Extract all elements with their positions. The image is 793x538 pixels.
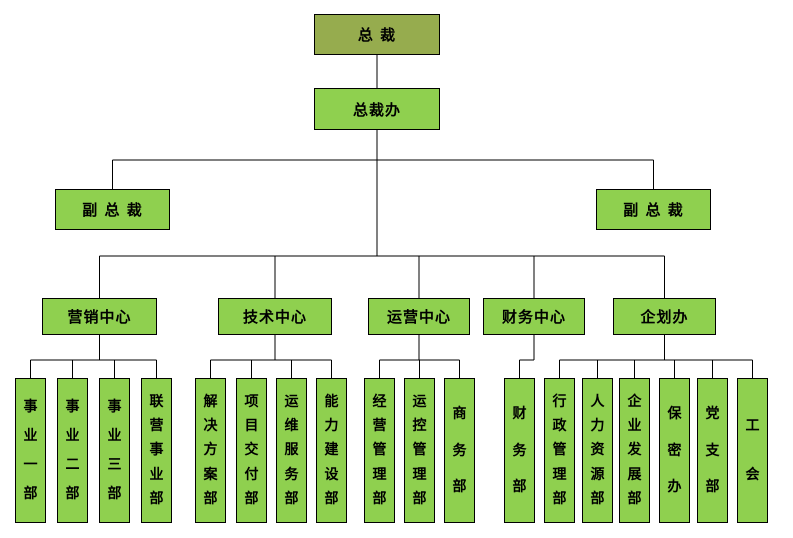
dept-joint-business-label: 联营事业部 (149, 394, 164, 507)
dept-human-resources-label: 人力资源部 (590, 394, 605, 507)
org-node-vp-left: 副 总 裁 (55, 189, 170, 230)
center-operations-label: 运营中心 (386, 308, 451, 326)
org-node-dept-commerce: 商务部 (444, 378, 475, 523)
org-node-dept-operation-control: 运控管理部 (404, 378, 435, 523)
org-node-vp-right: 副 总 裁 (596, 189, 711, 230)
org-node-ceo-office: 总裁办 (314, 88, 440, 130)
dept-maintenance-service-label: 运维服务部 (284, 394, 299, 507)
org-node-vp-left-label: 副 总 裁 (82, 201, 143, 219)
org-node-vp-right-label: 副 总 裁 (623, 201, 684, 219)
org-node-dept-confidentiality-office: 保密办 (659, 378, 690, 523)
dept-capability-building-label: 能力建设部 (324, 394, 339, 507)
center-marketing-label: 营销中心 (67, 308, 132, 326)
dept-party-branch-label: 党支部 (705, 406, 720, 495)
org-node-dept-maintenance-service: 运维服务部 (276, 378, 307, 523)
dept-solutions-label: 解决方案部 (203, 394, 218, 507)
org-node-ceo: 总 裁 (314, 14, 440, 55)
dept-business-2-label: 事业二部 (65, 399, 80, 502)
org-node-dept-operations-management: 经营管理部 (364, 378, 395, 523)
org-node-dept-enterprise-development: 企业发展部 (619, 378, 650, 523)
org-node-dept-business-3: 事业三部 (99, 378, 130, 523)
dept-finance-label: 财务部 (512, 406, 527, 495)
org-node-center-technology: 技术中心 (218, 298, 332, 335)
dept-operations-management-label: 经营管理部 (372, 394, 387, 507)
org-node-center-marketing: 营销中心 (42, 298, 157, 335)
org-node-ceo-label: 总 裁 (357, 26, 397, 44)
org-node-dept-business-2: 事业二部 (57, 378, 88, 523)
org-node-dept-solutions: 解决方案部 (195, 378, 226, 523)
org-node-dept-administration: 行政管理部 (544, 378, 575, 523)
dept-business-1-label: 事业一部 (23, 399, 38, 502)
org-node-dept-party-branch: 党支部 (697, 378, 728, 523)
org-node-center-finance: 财务中心 (483, 298, 585, 335)
dept-administration-label: 行政管理部 (552, 394, 567, 507)
org-node-dept-project-delivery: 项目交付部 (236, 378, 267, 523)
org-node-dept-joint-business: 联营事业部 (141, 378, 172, 523)
center-technology-label: 技术中心 (242, 308, 307, 326)
dept-project-delivery-label: 项目交付部 (244, 394, 259, 507)
org-node-dept-capability-building: 能力建设部 (316, 378, 347, 523)
dept-confidentiality-office-label: 保密办 (667, 406, 682, 495)
center-finance-label: 财务中心 (501, 308, 566, 326)
org-node-dept-finance: 财务部 (504, 378, 535, 523)
org-node-dept-labor-union: 工会 (737, 378, 768, 523)
org-node-dept-business-1: 事业一部 (15, 378, 46, 523)
org-node-center-operations: 运营中心 (368, 298, 470, 335)
dept-enterprise-development-label: 企业发展部 (627, 394, 642, 507)
org-node-center-planning: 企划办 (613, 298, 716, 335)
org-node-ceo-office-label: 总裁办 (352, 100, 401, 119)
dept-operation-control-label: 运控管理部 (412, 394, 427, 507)
dept-business-3-label: 事业三部 (107, 399, 122, 502)
center-planning-label: 企划办 (640, 308, 689, 326)
org-node-dept-human-resources: 人力资源部 (582, 378, 613, 523)
dept-commerce-label: 商务部 (452, 406, 467, 495)
dept-labor-union-label: 工会 (745, 418, 760, 483)
